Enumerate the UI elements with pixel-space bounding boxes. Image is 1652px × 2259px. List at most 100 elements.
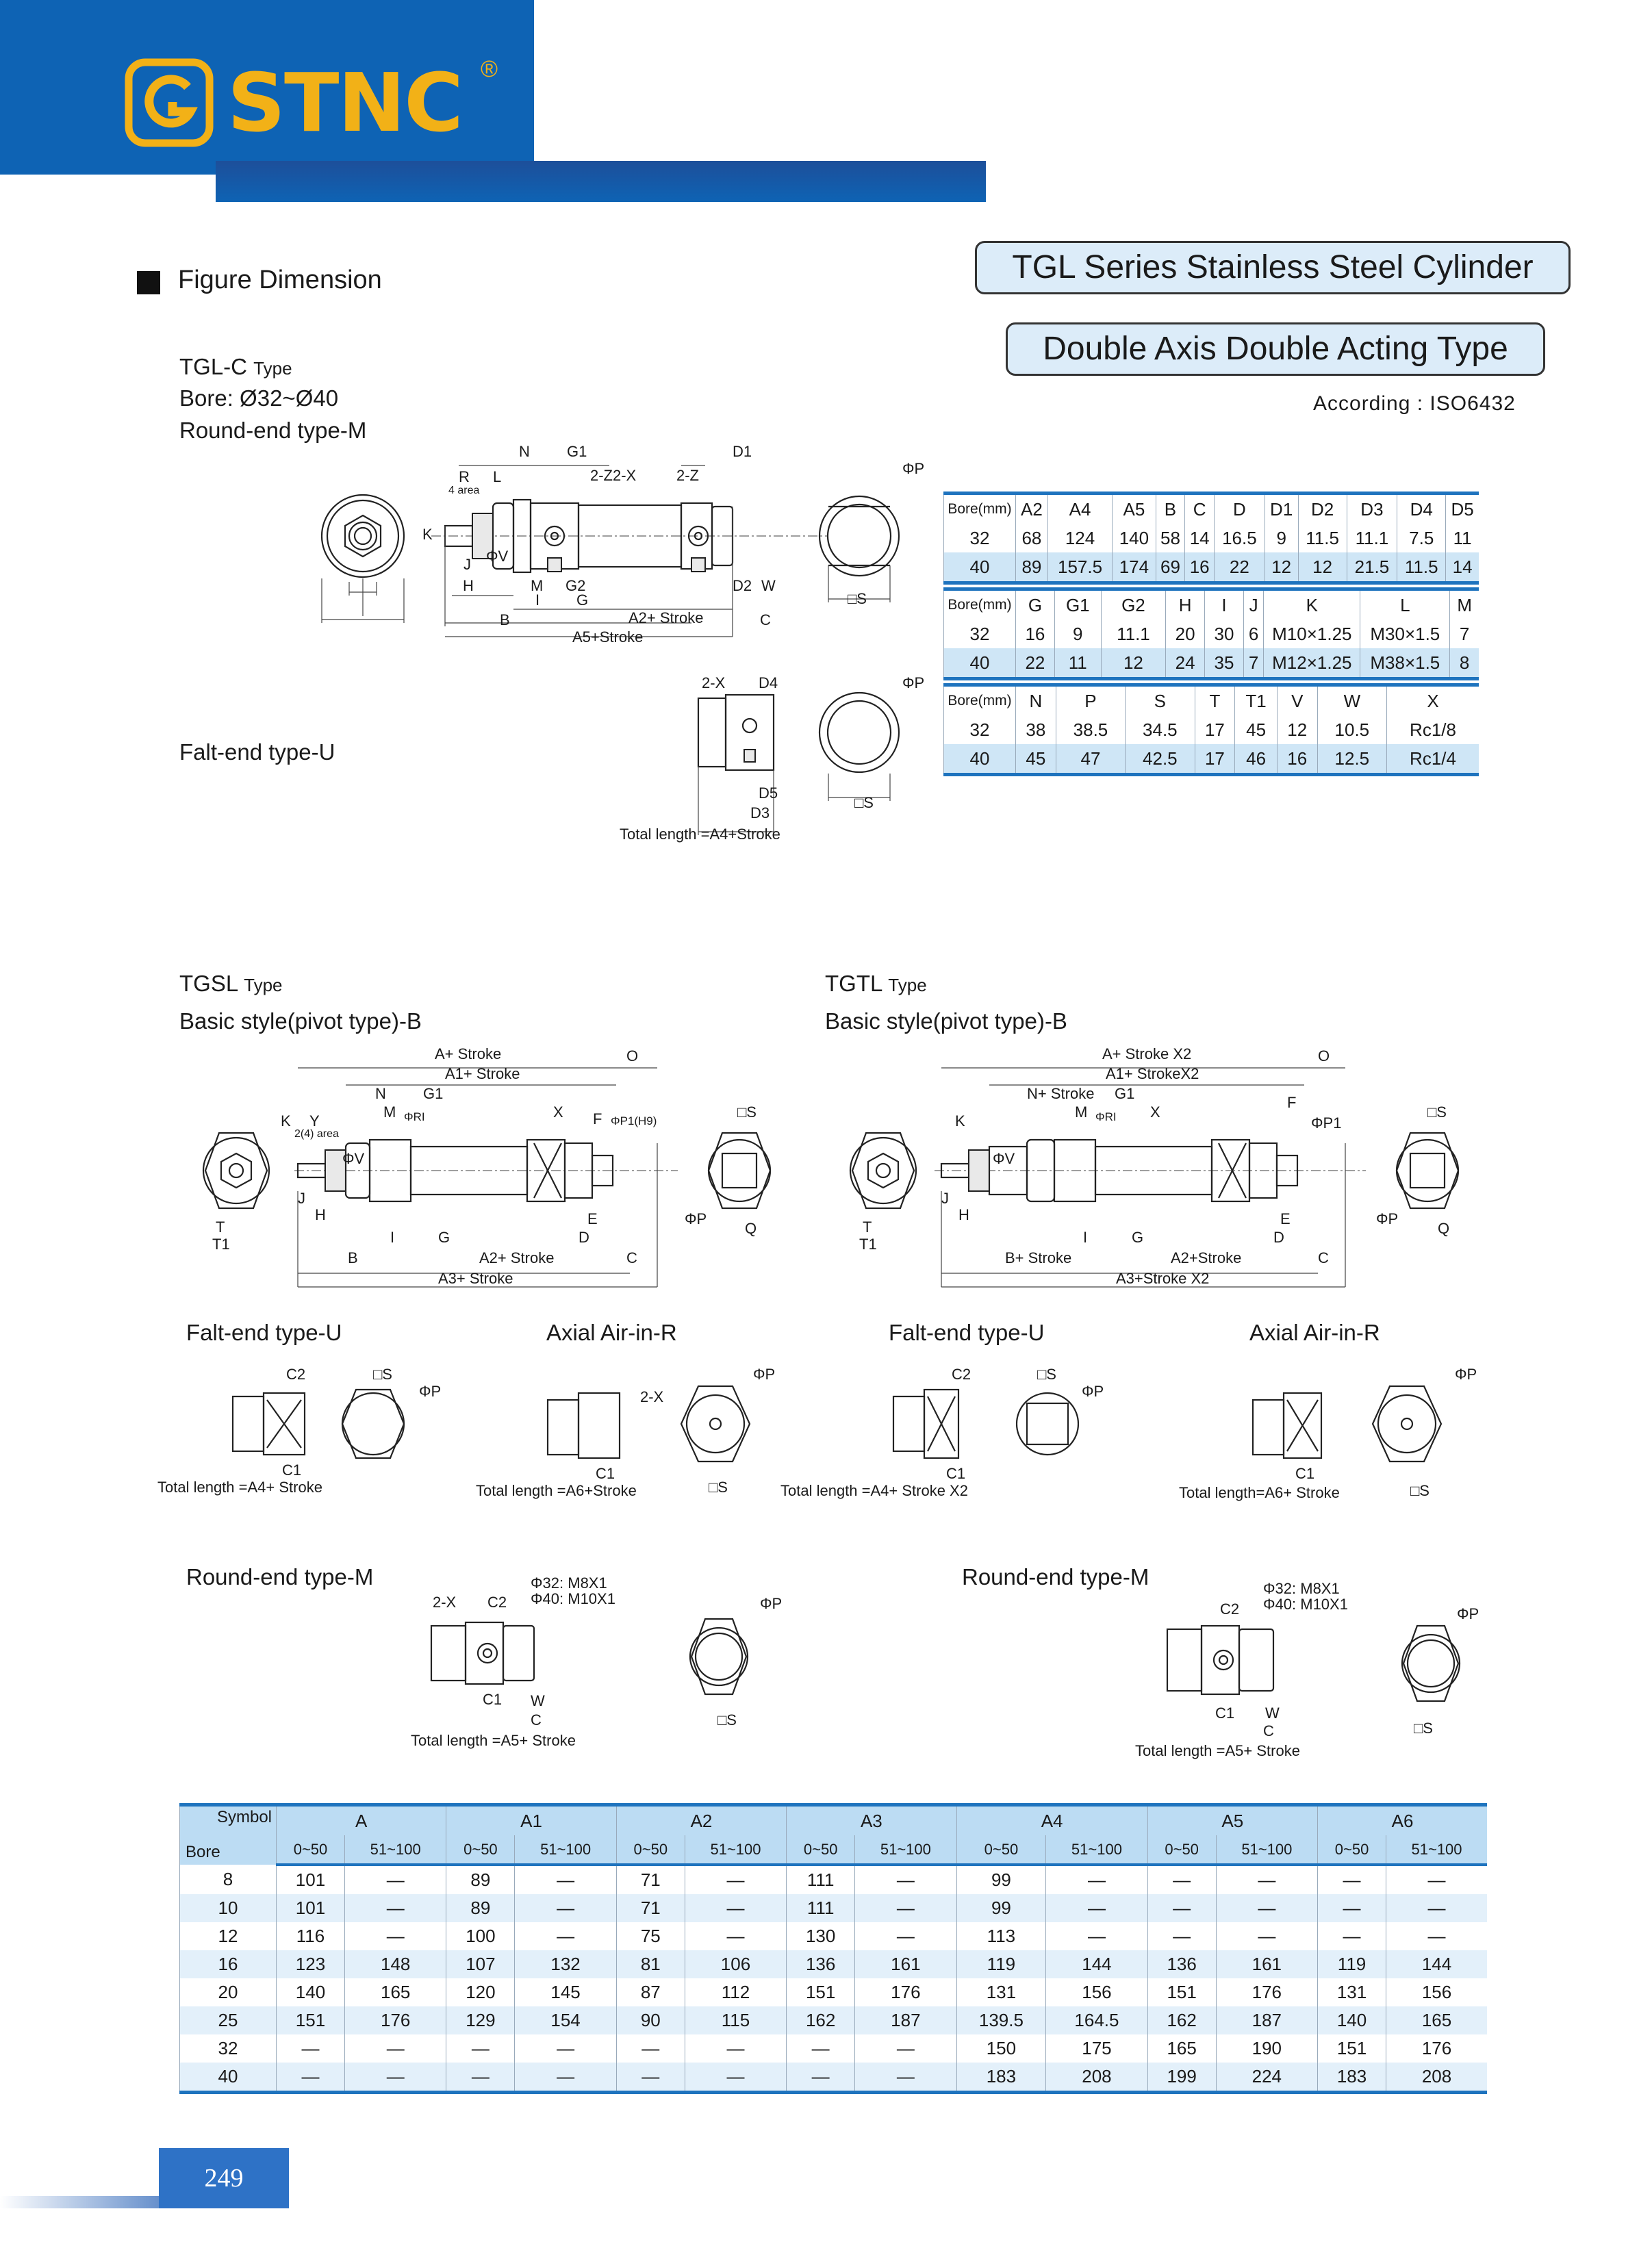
table-cell: 164.5 (1045, 2006, 1148, 2034)
tgsl-dim: F (593, 1110, 602, 1127)
tglc-dim: D2 (733, 577, 752, 594)
tgtl-dim: Q (1438, 1220, 1450, 1237)
table-cell: 90 (615, 2006, 685, 2034)
table-cell: — (684, 1894, 787, 1922)
table-cell: 224 (1215, 2063, 1318, 2094)
table-cell: 46 (1234, 744, 1278, 776)
tgtl-dim: □S (1427, 1103, 1447, 1121)
tglc-dim: C (760, 611, 771, 628)
tglc-drawing (320, 465, 900, 835)
table-cell: 175 (1045, 2034, 1148, 2063)
table-cell: — (854, 1894, 957, 1922)
tgsl-round-end-label: Round-end type-M (186, 1564, 374, 1590)
range-header: 51~100 (1215, 1835, 1318, 1866)
subviews-row-2 (430, 1618, 1461, 1702)
table-cell: 157.5 (1047, 552, 1113, 585)
tgtl-type-code: TGTL (825, 971, 882, 996)
tglc-dim: G1 (567, 443, 587, 460)
table-cell: 101 (276, 1865, 345, 1894)
tgtl-axial-dim: ΦP (1455, 1366, 1477, 1383)
table-cell: — (1317, 1922, 1386, 1950)
tgsl-dim: Y (309, 1112, 320, 1130)
table-cell: 129 (446, 2006, 515, 2034)
table-cell: 71 (615, 1894, 685, 1922)
table-cell: 183 (956, 2063, 1046, 2094)
table-cell: 99 (956, 1894, 1046, 1922)
table-cell: 21.5 (1346, 552, 1397, 585)
table-cell: 9 (1054, 620, 1102, 648)
tgsl-round-dim: Φ32: M8X1 (531, 1574, 607, 1592)
table-cell: 140 (1317, 2006, 1386, 2034)
tgsl-round-dim: W (531, 1692, 545, 1709)
table-cell: 16.5 (1214, 524, 1265, 552)
table-cell: 47 (1055, 744, 1126, 776)
table-cell: 113 (956, 1922, 1046, 1950)
tgtl-dim: A3+Stroke X2 (1116, 1270, 1210, 1287)
table-header: A4 (1047, 492, 1113, 524)
tgtl-style-label: Basic style(pivot type)-B (825, 1008, 1067, 1034)
tgtl-dim: I (1083, 1229, 1088, 1246)
brand-logo[interactable]: STNC ® (125, 55, 508, 151)
table-cell: 161 (854, 1950, 957, 1978)
tgtl-axial-label: Axial Air-in-R (1249, 1320, 1380, 1345)
tgtl-dim: C (1318, 1249, 1329, 1266)
range-header: 0~50 (276, 1835, 345, 1866)
tglc-dim: J (463, 556, 471, 573)
tgsl-dim: 2(4) area (294, 1128, 339, 1140)
tgtl-flat-dim: ΦP (1082, 1383, 1104, 1400)
type-title: Double Axis Double Acting Type (1006, 322, 1545, 376)
bore-cell: 20 (179, 1978, 277, 2006)
table-cell: 101 (276, 1894, 345, 1922)
tgsl-flat-total: Total length =A4+ Stroke (157, 1479, 322, 1496)
table-cell: 150 (956, 2034, 1046, 2063)
tgsl-dim: G1 (423, 1085, 444, 1102)
tgtl-round-dim: W (1265, 1705, 1280, 1722)
table-cell: 131 (1317, 1978, 1386, 2006)
tgtl-flat-dim: C1 (946, 1465, 966, 1482)
table-cell: — (1215, 1865, 1318, 1894)
table-cell: 174 (1112, 552, 1156, 585)
table-cell: — (1215, 1894, 1318, 1922)
table-header: H (1165, 587, 1205, 620)
tgsl-round-dim: C2 (487, 1594, 507, 1611)
bore-cell: 25 (179, 2006, 277, 2034)
tgsl-flat-dim: ΦP (419, 1383, 442, 1400)
group-header: A1 (446, 1803, 617, 1835)
tglc-total-length: Total length =A4+Stroke (620, 826, 780, 843)
tgtl-side-view (935, 1067, 1366, 1288)
page-number: 249 (159, 2148, 289, 2208)
table-cell: — (344, 1922, 446, 1950)
table-cell: 6 (1243, 620, 1264, 648)
table-cell: 16 (1184, 552, 1215, 585)
table-cell: 111 (786, 1894, 855, 1922)
tgtl-flat-total: Total length =A4+ Stroke X2 (780, 1482, 968, 1499)
table-header: C (1184, 492, 1215, 524)
table-cell: — (854, 2063, 957, 2094)
table-cell: 199 (1147, 2063, 1217, 2094)
table-cell: 30 (1204, 620, 1244, 648)
tglc-round-end-label: Round-end type-M (179, 418, 367, 443)
tglc-bore: Bore: Ø32~Ø40 (179, 385, 339, 411)
table-cell: — (514, 1894, 617, 1922)
tgsl-round-dim: C (531, 1711, 542, 1728)
table-cell: 116 (276, 1922, 345, 1950)
tglc-type-word: Type (253, 358, 292, 379)
table-cell: 176 (1215, 1978, 1318, 2006)
table-cell: — (1147, 1922, 1217, 1950)
table-cell: 123 (276, 1950, 345, 1978)
group-header: A4 (956, 1803, 1148, 1835)
tgtl-round-dim: ΦP (1457, 1605, 1479, 1622)
table-cell: 144 (1045, 1950, 1148, 1978)
range-header: 51~100 (344, 1835, 446, 1866)
range-header: 51~100 (684, 1835, 787, 1866)
table-cell: — (1215, 1922, 1318, 1950)
tglc-right-end-view (818, 495, 900, 602)
table-header: K (1263, 587, 1360, 620)
table-cell: 32 (943, 620, 1016, 648)
